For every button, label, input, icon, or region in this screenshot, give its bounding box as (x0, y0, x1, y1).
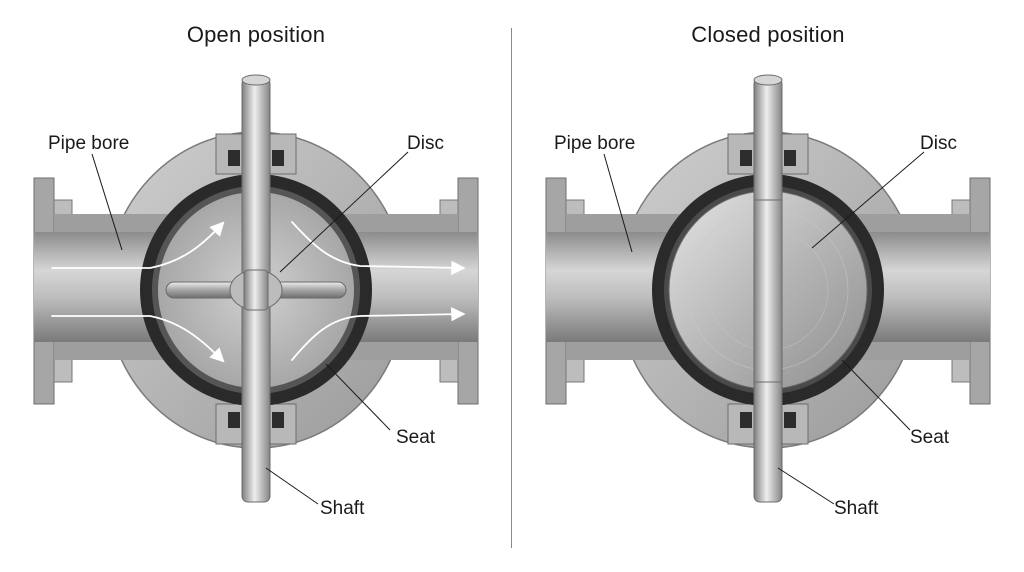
shaft (753, 74, 783, 503)
panel-divider (511, 28, 512, 548)
leader-lines (91, 151, 409, 505)
closed-valve-drawing (545, 74, 991, 505)
open-position-panel: Open position (33, 22, 479, 519)
panel-title: Open position (186, 22, 326, 47)
callout-pipe-bore: Pipe bore (554, 133, 636, 154)
callout-disc: Disc (407, 133, 444, 154)
callout-disc: Disc (920, 133, 957, 154)
open-valve-drawing (33, 74, 479, 505)
flow-arrows (51, 221, 466, 363)
disc-open (165, 269, 347, 311)
callout-seat: Seat (396, 427, 436, 448)
callout-seat: Seat (910, 427, 950, 448)
pipe-bore (546, 232, 990, 342)
closed-position-panel: Closed position (512, 0, 1024, 572)
panel-title: Closed position (691, 22, 845, 47)
leader-lines (603, 151, 925, 505)
callout-shaft: Shaft (320, 498, 365, 519)
callout-pipe-bore: Pipe bore (48, 133, 130, 154)
callout-shaft: Shaft (834, 498, 879, 519)
